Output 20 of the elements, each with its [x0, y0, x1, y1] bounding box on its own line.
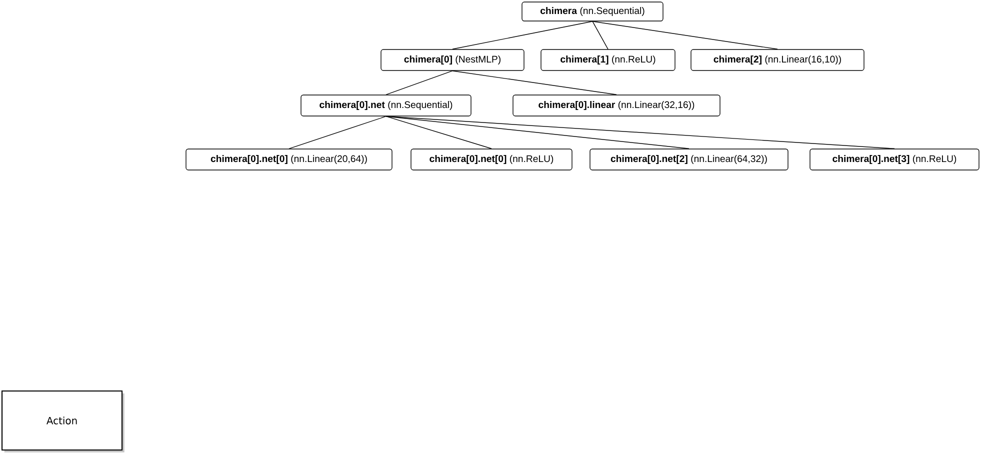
- module-box: chimera[1] (nn.ReLU): [540, 49, 676, 71]
- module-box: chimera[2] (nn.Linear(16,10)): [690, 49, 864, 71]
- tree-line: [386, 116, 492, 149]
- module-box: chimera[0] (NestMLP): [380, 49, 524, 71]
- module-box: chimera[0].net[3] (nn.ReLU): [810, 148, 980, 170]
- tree-line: [386, 116, 895, 149]
- tree-line: [386, 70, 453, 95]
- action-box: Action: [1, 390, 124, 452]
- tree-line: [592, 21, 778, 50]
- tree-line: [452, 70, 617, 95]
- tree-line: [288, 116, 386, 149]
- module-box: chimera[0].linear (nn.Linear(32,16)): [512, 94, 720, 116]
- tree-line: [452, 21, 593, 50]
- module-box: chimera (nn.Sequential): [522, 2, 664, 22]
- module-box: chimera[0].net[2] (nn.Linear(64,32)): [590, 148, 788, 170]
- module-box: chimera[0].net[0] (nn.ReLU): [410, 148, 572, 170]
- module-box: chimera[0].net[0] (nn.Linear(20,64)): [186, 148, 392, 170]
- module-box: chimera[0].net (nn.Sequential): [300, 94, 472, 116]
- tree-line: [386, 116, 690, 149]
- tree-line: [592, 21, 608, 50]
